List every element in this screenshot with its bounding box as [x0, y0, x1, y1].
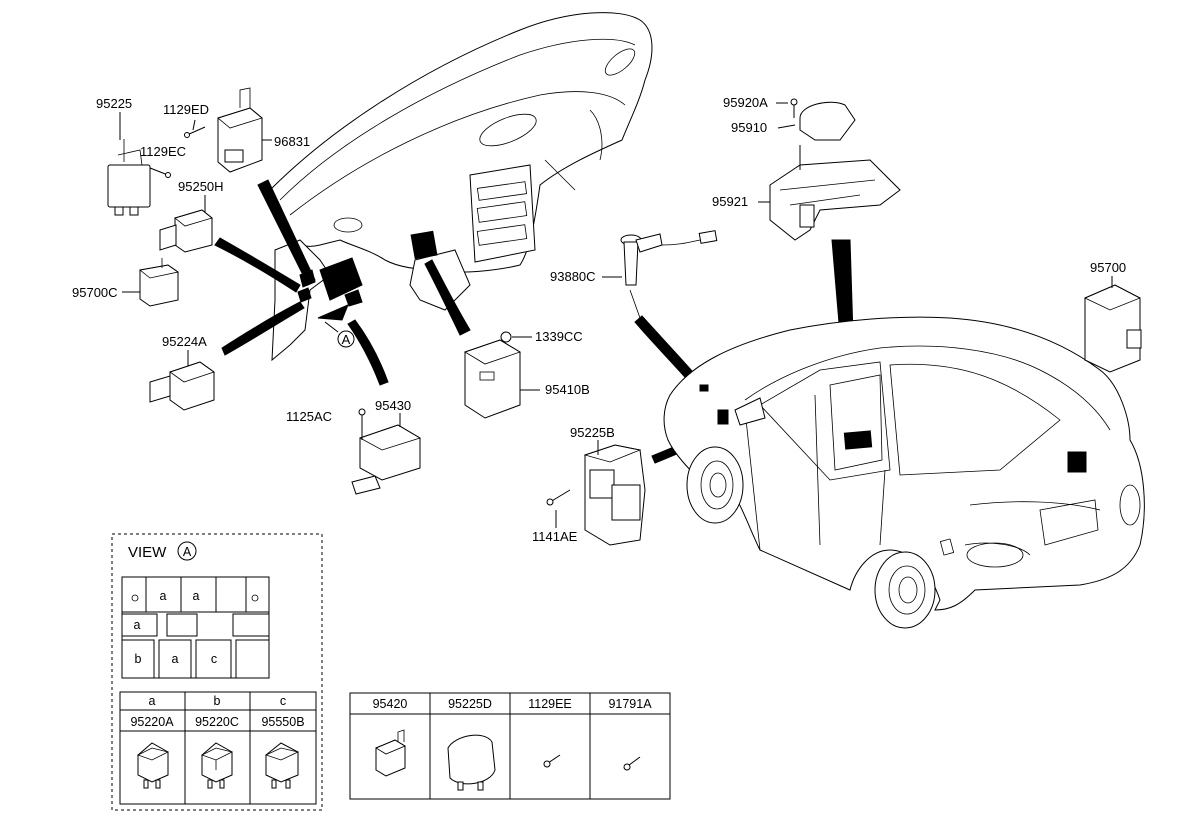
label-95700: 95700 [1090, 260, 1126, 275]
parts-table-header: 95420 [373, 697, 408, 711]
label-95700C: 95700C [72, 285, 118, 300]
relay-drawing [136, 742, 170, 789]
label-95224A: 95224A [162, 334, 207, 349]
parts-table-header: 1129EE [528, 697, 572, 711]
module-95430 [351, 408, 421, 495]
label-93880C: 93880C [550, 269, 596, 284]
relay-table-part: 95220C [195, 715, 239, 729]
relay-95224A [149, 350, 215, 411]
screw-1141AE [546, 489, 571, 528]
part-drawing-1129EE [543, 754, 561, 768]
relay-drawing [200, 742, 234, 789]
callout-a: A [324, 321, 355, 348]
module-95700C [122, 258, 179, 307]
screw-1129ED [184, 119, 206, 138]
label-1339CC: 1339CC [535, 329, 583, 344]
relay-table-header: c [280, 694, 286, 708]
sensor-93880C [602, 230, 718, 319]
relay-95225 [107, 112, 151, 216]
view-a-cell: a [134, 618, 141, 632]
relay-95250H [159, 195, 213, 253]
label-1129ED: 1129ED [163, 102, 209, 117]
module-95910 [777, 101, 856, 141]
label-96831: 96831 [274, 134, 310, 149]
part-labels: 95225 1129ED 1129EC 96831 95250H 95700C … [72, 95, 1126, 544]
part-drawing-91791A [623, 756, 641, 771]
parts-table: 95420 95225D 1129EE 91791A [349, 692, 671, 800]
relay-95225B [583, 440, 646, 546]
label-95225: 95225 [96, 96, 132, 111]
relay-table-header: b [214, 694, 221, 708]
relay-drawing [264, 742, 300, 789]
callout-a-text: A [342, 332, 351, 347]
relay-table-part: 95220A [130, 715, 174, 729]
sedan-body [663, 316, 1145, 629]
label-95225B: 95225B [570, 425, 615, 440]
bolt-95920A [776, 98, 798, 118]
view-a-cell: c [211, 652, 217, 666]
view-a-cell: b [135, 652, 142, 666]
dashboard-panel [269, 12, 653, 362]
label-95430: 95430 [375, 398, 411, 413]
module-96831 [217, 87, 272, 173]
bracket-95921 [758, 145, 901, 241]
view-a-title: VIEW [128, 544, 167, 561]
parts-table-header: 95225D [448, 697, 492, 711]
module-95700 [1084, 276, 1142, 373]
label-95921: 95921 [712, 194, 748, 209]
view-a-cell: a [193, 589, 200, 603]
part-drawing-95420 [375, 729, 406, 777]
label-95250H: 95250H [178, 179, 224, 194]
relay-table-header: a [149, 694, 156, 708]
label-95910: 95910 [731, 120, 767, 135]
label-95920A: 95920A [723, 95, 768, 110]
view-a-cell: a [160, 589, 167, 603]
label-1125AC: 1125AC [286, 409, 332, 424]
parts-table-header: 91791A [608, 697, 652, 711]
module-95410B [464, 339, 540, 419]
view-a-panel: VIEW A a a a b a c a b c 95220A 9522 [111, 533, 323, 811]
view-a-mark: A [183, 545, 192, 559]
label-95410B: 95410B [545, 382, 590, 397]
label-1129EC: 1129EC [140, 144, 186, 159]
part-drawing-95225D [447, 734, 496, 791]
label-1141AE: 1141AE [532, 529, 578, 544]
relay-table-part: 95550B [261, 715, 304, 729]
view-a-cell: a [172, 652, 179, 666]
nut-1339CC [500, 331, 532, 343]
screw-1129EC [149, 167, 171, 178]
